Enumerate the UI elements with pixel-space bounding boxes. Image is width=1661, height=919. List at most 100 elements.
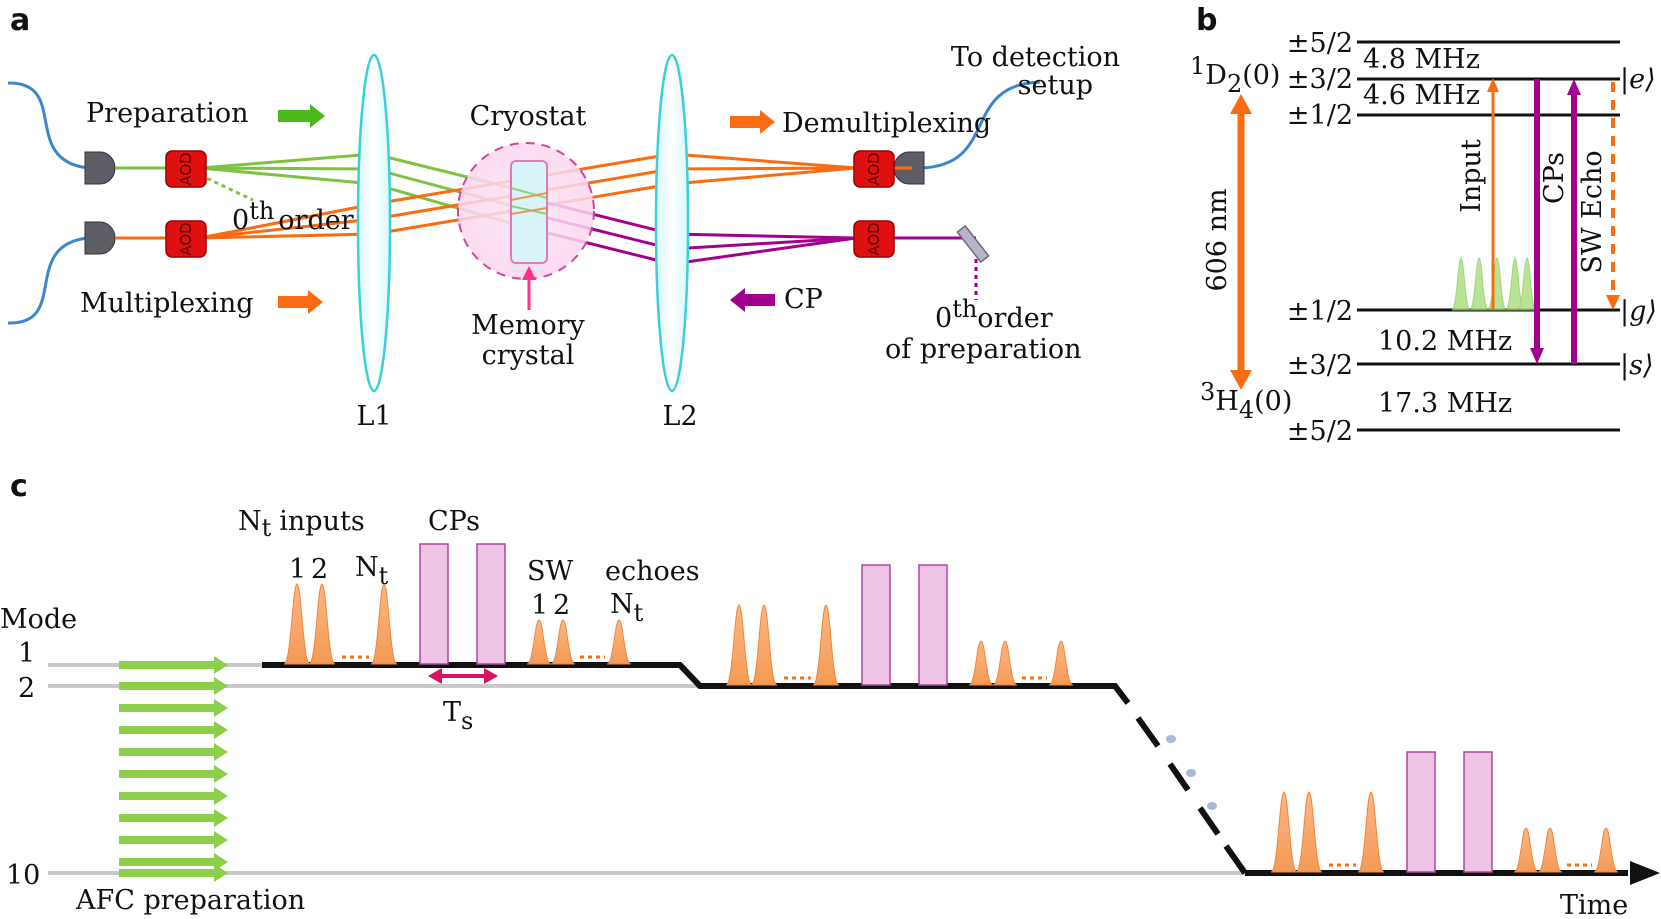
- panel-b: b ±5/2 ±3/2 ±1/2 ±1/2 ±3/2 ±5/2 4.8 MHz …: [1190, 3, 1657, 447]
- afc-arrow: [119, 721, 228, 739]
- sw-label: SW: [527, 556, 573, 587]
- optical-arrow-up: [1230, 94, 1252, 114]
- svg-text:AOD: AOD: [177, 152, 195, 185]
- sw-echo-label: SW Echo: [1577, 150, 1608, 273]
- wavelength-label: 606 nm: [1202, 188, 1233, 291]
- cps-label: CPs: [1539, 152, 1570, 204]
- demultiplexing-arrow: [730, 110, 775, 134]
- input-pulse: [1295, 791, 1323, 873]
- output-fiber: [920, 80, 1041, 170]
- memory-crystal-label-1: Memory: [471, 310, 585, 341]
- coupler-top: [84, 151, 116, 185]
- mode-10-label: 10: [6, 860, 40, 891]
- aod-prep: AOD: [165, 150, 207, 188]
- zeroth-prep-label-2: of preparation: [885, 334, 1082, 365]
- afc-label: AFC preparation: [75, 885, 305, 916]
- input-pulse: [1357, 791, 1385, 873]
- lens-l1: [356, 53, 392, 393]
- afc-arrow: [119, 809, 228, 827]
- ellipsis-dots: [1166, 735, 1217, 810]
- splitting-3: 10.2 MHz: [1378, 326, 1512, 357]
- aod-cp: AOD: [853, 220, 895, 258]
- cp-transition-up-head: [1567, 79, 1581, 95]
- afc-arrow: [119, 677, 228, 695]
- svg-text:AOD: AOD: [865, 152, 883, 185]
- control-pulse: [861, 564, 891, 686]
- echo-2-label: 2: [553, 590, 570, 621]
- timeline-dashed: [1135, 716, 1221, 836]
- ket-s: |s⟩: [1620, 350, 1654, 381]
- input-pulse: [1270, 791, 1298, 873]
- lens-l2-label: L2: [662, 401, 697, 432]
- mirror: [956, 224, 990, 264]
- lens-l2: [654, 53, 690, 393]
- ket-g: |g⟩: [1620, 296, 1657, 327]
- detection-label-2: setup: [1018, 70, 1093, 101]
- cp-label: CP: [784, 284, 823, 315]
- echo-pulse: [968, 640, 994, 686]
- splitting-2: 4.6 MHz: [1363, 80, 1480, 111]
- input-pulse: [725, 604, 753, 686]
- panel-a: a: [7, 3, 1120, 432]
- echo-pulse: [1513, 827, 1539, 873]
- svg-text:AOD: AOD: [177, 222, 195, 255]
- splitting-4: 17.3 MHz: [1378, 388, 1512, 419]
- level-label-l1: ±3/2: [1287, 350, 1353, 381]
- afc-arrow: [119, 853, 228, 871]
- svg-text:AOD: AOD: [865, 222, 883, 255]
- level-label-u2: ±1/2: [1287, 100, 1353, 131]
- control-pulse: [918, 564, 948, 686]
- input-label: Input: [1456, 139, 1487, 213]
- time-label: Time: [1560, 890, 1628, 919]
- timeline-solid-2: [1223, 844, 1248, 875]
- panel-c-label: c: [10, 469, 28, 504]
- echo-pulse: [1048, 640, 1074, 686]
- echo-pulse: [1593, 827, 1619, 873]
- lower-state-label: 3H4(0): [1200, 378, 1292, 424]
- ts-arrow-right: [484, 668, 498, 684]
- input-2-label: 2: [311, 554, 328, 585]
- zeroth-prep-label-1: 0thorder: [935, 295, 1053, 334]
- afc-arrow: [119, 743, 228, 761]
- aod-multiplexing: AOD: [165, 220, 207, 258]
- cp-arrow: [730, 288, 775, 312]
- panel-b-label: b: [1196, 3, 1217, 38]
- afc-arrows: [119, 656, 228, 882]
- input-pulse: [370, 583, 398, 665]
- splitting-1: 4.8 MHz: [1363, 44, 1480, 75]
- pulse-train-mode-10: [1270, 751, 1619, 873]
- pulse-train-mode-1: [283, 543, 632, 665]
- echo-pulse: [1537, 827, 1563, 873]
- aod-demultiplexing: AOD: [853, 150, 895, 188]
- control-pulse: [1463, 751, 1493, 873]
- mode-label: Mode: [0, 604, 77, 635]
- afc-arrow: [119, 765, 228, 783]
- panel-c: c Mode 1 2 10 AFC preparation Time: [0, 469, 1660, 919]
- input-fiber-top: [7, 81, 89, 170]
- level-label-l0: ±1/2: [1287, 296, 1353, 327]
- input-transition-head: [1487, 78, 1499, 92]
- echoes-label: echoes: [605, 556, 700, 587]
- multiplexing-label: Multiplexing: [80, 288, 254, 319]
- control-pulse: [419, 543, 449, 665]
- echo-pulse: [550, 619, 576, 665]
- level-label-u0: ±5/2: [1287, 28, 1353, 59]
- input-pulse: [750, 604, 778, 686]
- ts-label: Ts: [443, 697, 473, 735]
- beams-through-crystal: [510, 187, 548, 215]
- optical-arrow-down: [1230, 370, 1252, 390]
- mode-1-label: 1: [18, 638, 35, 669]
- afc-arrow: [119, 864, 228, 882]
- echo-1-label: 1: [531, 590, 548, 621]
- detection-label-1: To detection: [951, 42, 1120, 73]
- echo-pulse: [992, 640, 1018, 686]
- demultiplexing-label: Demultiplexing: [782, 108, 991, 139]
- level-label-u1: ±3/2: [1287, 64, 1353, 95]
- afc-arrow: [119, 656, 228, 674]
- cryostat-label: Cryostat: [470, 101, 587, 132]
- crystal-pointer-head: [522, 266, 536, 280]
- ket-e: |e⟩: [1620, 64, 1656, 95]
- input-nt-label: Nt: [355, 552, 389, 590]
